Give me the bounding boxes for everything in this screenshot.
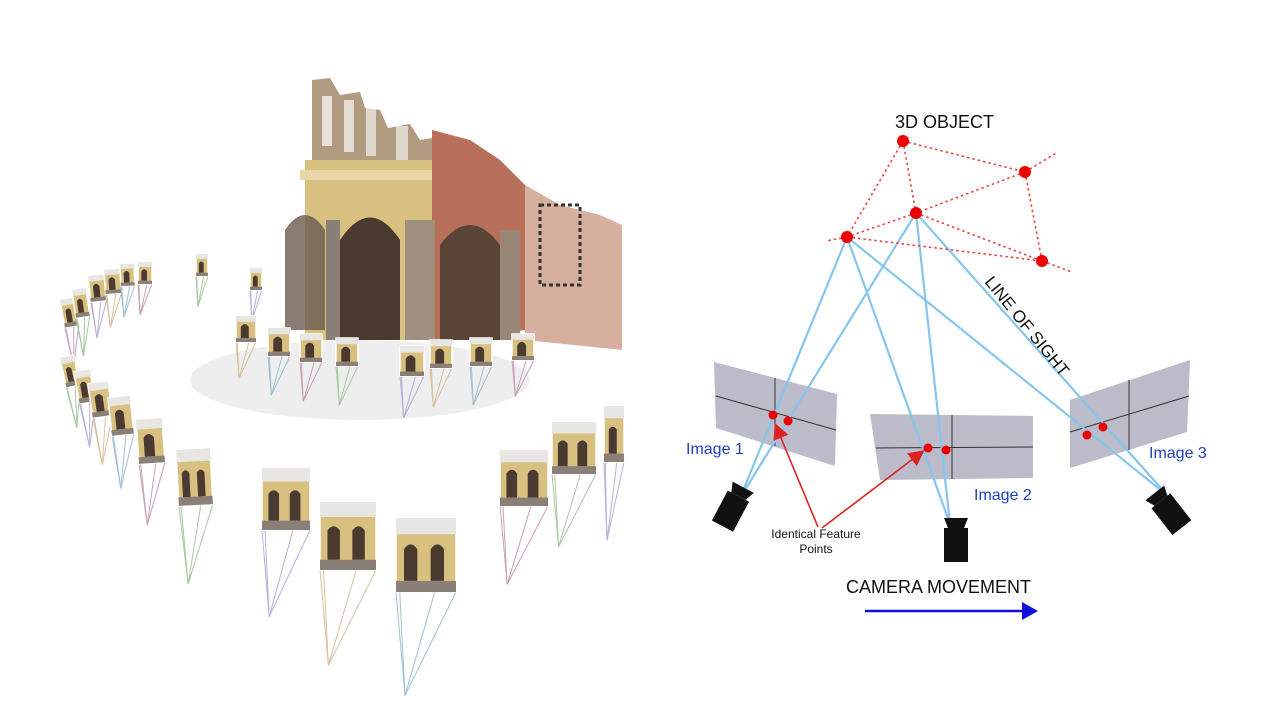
object-point [1019, 166, 1031, 178]
camera-frustum [235, 315, 257, 379]
object-edges [825, 140, 1073, 273]
window-1 [322, 96, 332, 146]
camera-movement-arrowhead [1022, 602, 1038, 620]
camera-frustum [71, 287, 91, 357]
camera-frustum [399, 345, 425, 419]
object-point [1036, 255, 1048, 267]
feature-point [783, 416, 793, 426]
camera-frustum [249, 267, 263, 321]
feature-label-line2: Points [799, 542, 832, 556]
feature-arrow-2 [821, 450, 925, 529]
arch-2 [440, 225, 500, 340]
sight-line [846, 236, 1169, 497]
sight-line [915, 212, 1169, 497]
camera-frustum [319, 501, 377, 666]
camera-frustum [119, 262, 136, 317]
feature-point [1098, 422, 1108, 432]
building-facade [285, 78, 622, 350]
camera-frustum [395, 517, 457, 696]
object-points [841, 135, 1048, 267]
camera-frustum [511, 333, 535, 397]
camera-frustum [175, 447, 214, 585]
line-of-sight-label: LINE OF SIGHT [981, 273, 1073, 380]
image-2-grid [875, 415, 1034, 479]
feature-arrow-1 [773, 423, 819, 528]
arch-3 [285, 215, 325, 330]
column-3 [500, 230, 520, 340]
sight-line [738, 236, 849, 499]
camera-frustum [429, 339, 453, 408]
camera-frustum [267, 327, 291, 396]
object-point [910, 207, 922, 219]
window-2 [344, 100, 354, 152]
camera-frustum [107, 394, 135, 489]
camera-frustum [469, 337, 493, 406]
camera-movement-label: CAMERA MOVEMENT [846, 577, 1031, 597]
camera-frustum-ring [59, 253, 625, 696]
sight-line [914, 212, 952, 525]
image-3-label: Image 3 [1149, 445, 1207, 462]
arch-1 [340, 217, 400, 340]
camera-1 [711, 481, 754, 532]
camera-frustum [195, 253, 209, 307]
feature-point [941, 445, 951, 455]
window-4 [396, 126, 408, 166]
scaffold [538, 203, 582, 287]
sight-line [845, 236, 952, 525]
window-3 [366, 108, 376, 156]
object-point [897, 135, 909, 147]
camera-frustum [137, 261, 153, 315]
column-1 [326, 220, 340, 340]
camera-frustum [603, 405, 625, 541]
camera-frustum [261, 467, 311, 618]
feature-point [768, 410, 778, 420]
cornice [300, 170, 440, 180]
sfm-diagram: 3D OBJECT LINE OF SIGHT Image 1 Image 2 … [686, 112, 1207, 620]
feature-point [1082, 430, 1092, 440]
camera-3 [1145, 485, 1192, 535]
camera-frustum [335, 337, 359, 406]
image-2-label: Image 2 [974, 487, 1032, 504]
feature-label-line1: Identical Feature [771, 527, 861, 541]
camera-frustum [135, 417, 166, 526]
reconstruction-panel [59, 78, 625, 696]
camera-frustum [499, 449, 549, 585]
camera-frustum [87, 273, 108, 338]
object-label: 3D OBJECT [895, 112, 994, 132]
camera-frustum [103, 268, 123, 328]
camera-frustum [551, 421, 597, 548]
sight-line [739, 212, 917, 499]
lines-of-sight [738, 212, 1169, 525]
feature-point [923, 443, 933, 453]
camera-frustum [73, 368, 97, 448]
object-point [841, 231, 853, 243]
image-3-grid [1069, 380, 1190, 450]
camera-frustum [299, 333, 323, 402]
camera-2 [944, 518, 968, 562]
column-2 [405, 220, 435, 340]
brick-wall-right [525, 185, 622, 350]
camera-frustum [87, 380, 114, 465]
image-1-label: Image 1 [686, 441, 744, 458]
